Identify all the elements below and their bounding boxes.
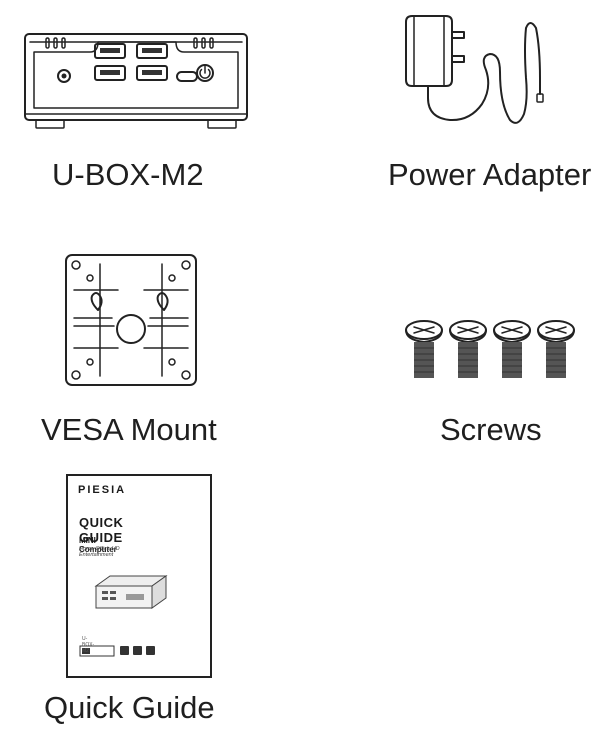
audio-jack-icon: [57, 69, 71, 83]
guide-cover-tagline: Home·Office·HD Entertainment: [79, 546, 120, 558]
screw-icon: [493, 320, 531, 378]
ubox-label: U-BOX-M2: [52, 157, 204, 192]
screw-icon: [537, 320, 575, 378]
screw-icon: [405, 320, 443, 378]
guide-cover-subtitle: MINI Computer: [79, 536, 117, 554]
usb-port-icon: [136, 43, 168, 59]
power-adapter-label: Power Adapter: [388, 157, 592, 192]
guide-brand: PIESIA: [78, 484, 127, 496]
quick-guide-booklet: [66, 474, 212, 678]
usb-port-icon: [94, 65, 126, 81]
screw-icon: [449, 320, 487, 378]
usb-c-port-icon: [176, 71, 198, 82]
power-adapter-illustration: [405, 15, 544, 124]
quick-guide-label: Quick Guide: [44, 690, 215, 725]
guide-cover-title: QUICK GUIDE: [79, 515, 124, 545]
mini-pc-illustration: [24, 33, 248, 129]
vesa-mount-illustration: [65, 254, 197, 386]
screws-label: Screws: [440, 412, 542, 447]
power-button-icon: [196, 64, 214, 82]
usb-port-icon: [94, 43, 126, 59]
vesa-mount-label: VESA Mount: [41, 412, 217, 447]
usb-port-icon: [136, 65, 168, 81]
guide-cover-model: U-BOX-M2: [82, 636, 95, 654]
screws-illustration: [405, 320, 575, 378]
